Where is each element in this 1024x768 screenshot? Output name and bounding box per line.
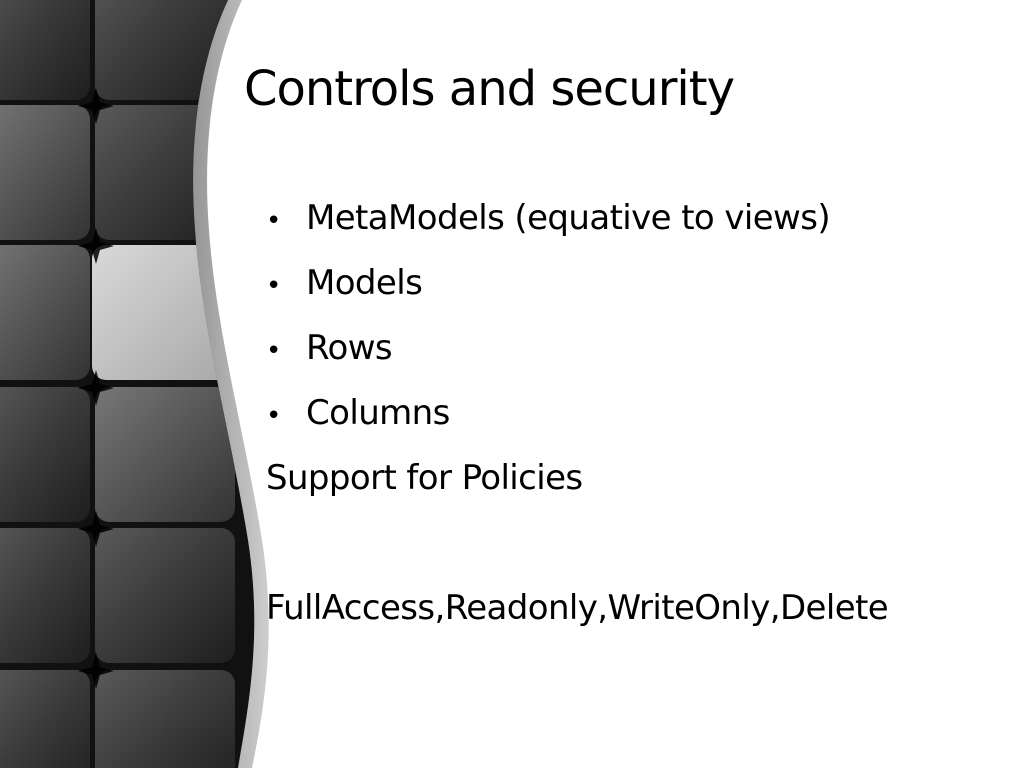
list-item: • Models (266, 251, 1006, 316)
policies-text: FullAccess,Readonly,WriteOnly,Delete (266, 588, 889, 628)
list-item: • Columns (266, 381, 1006, 446)
bullet-list: • MetaModels (equative to views) • Model… (266, 186, 1006, 446)
bullet-icon: • (266, 206, 281, 236)
bullet-icon: • (266, 271, 281, 301)
bullet-icon: • (266, 401, 281, 431)
slide-body: • MetaModels (equative to views) • Model… (266, 186, 1006, 641)
slide-title: Controls and security (244, 61, 735, 117)
list-item-label: Columns (306, 393, 450, 433)
list-item: • MetaModels (equative to views) (266, 186, 1006, 251)
support-text: Support for Policies (266, 458, 583, 498)
list-item-label: MetaModels (equative to views) (306, 198, 831, 238)
decorative-tile-panel (0, 0, 269, 768)
list-item-label: Models (306, 263, 423, 303)
bullet-icon: • (266, 336, 281, 366)
list-item: • Rows (266, 316, 1006, 381)
blank-line (266, 511, 1006, 576)
list-item-label: Rows (306, 328, 393, 368)
